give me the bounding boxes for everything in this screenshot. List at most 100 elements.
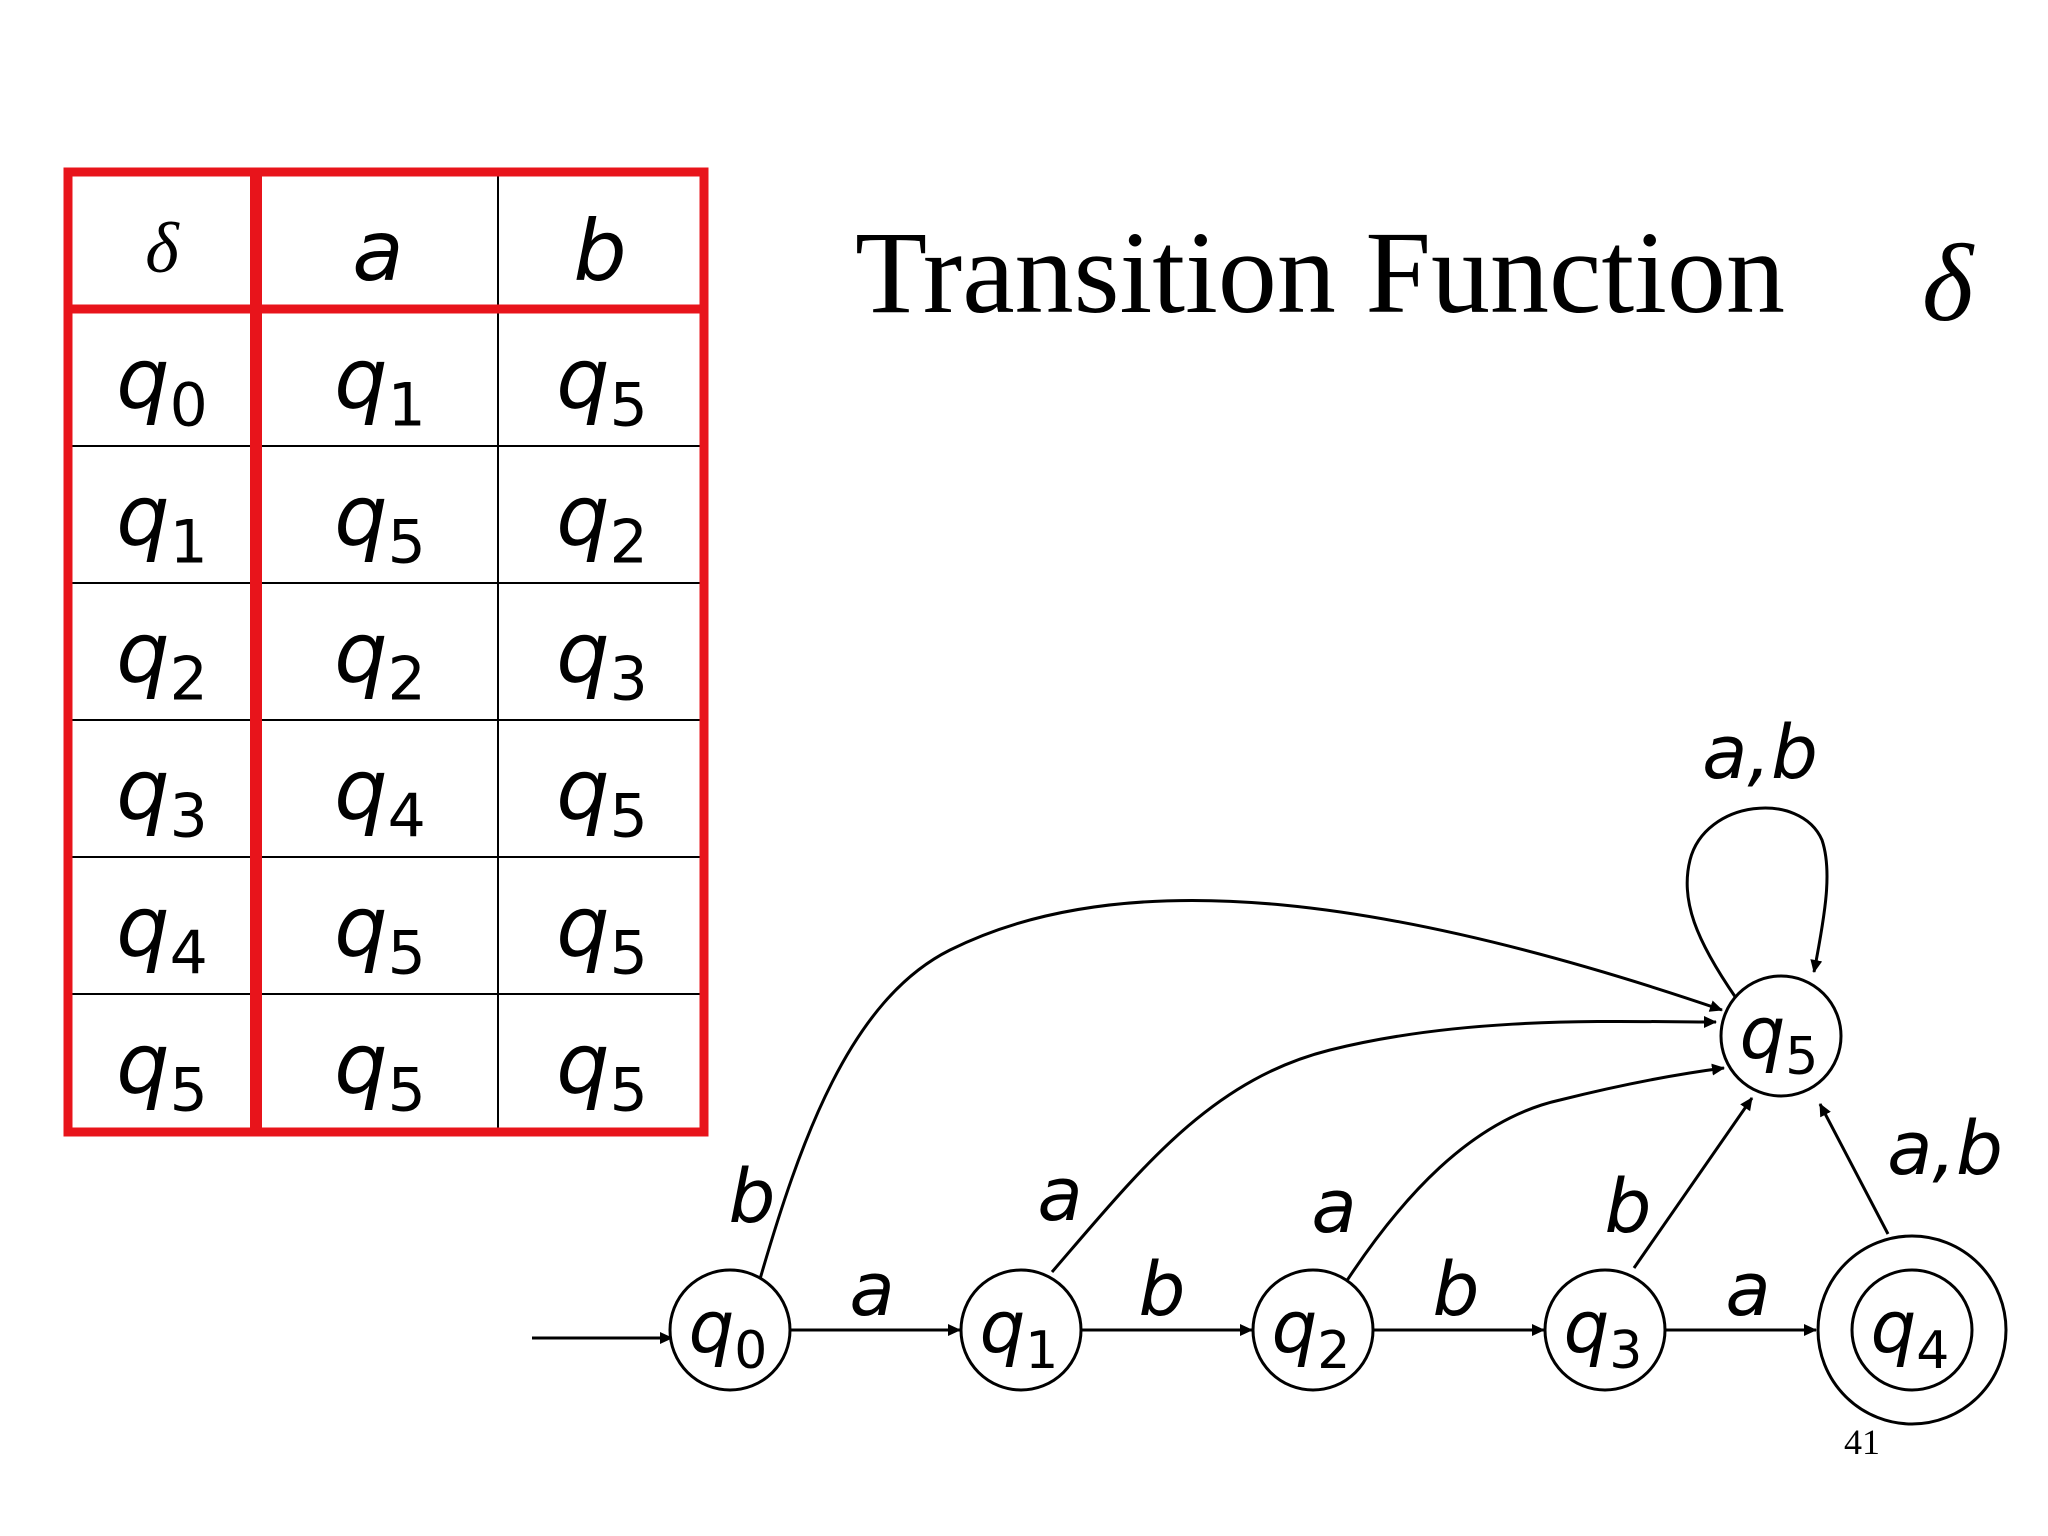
state-q3-label-letter: q (1564, 1285, 1610, 1369)
table-row-4-b-cell-letter: q (556, 878, 609, 976)
state-q4-label: q4 (1871, 1285, 1950, 1381)
table-row-2-state-letter: q (116, 604, 169, 702)
table-row-3-state-letter: q (116, 741, 169, 839)
table-row-5-state-letter: q (116, 1015, 169, 1113)
table-row-0-state-letter: q (116, 330, 169, 428)
table-row-0-a-cell: q1 (334, 330, 426, 441)
label-q2-q3: b (1433, 1247, 1480, 1333)
state-q5-label-letter: q (1740, 991, 1786, 1075)
table-row-3-state-subscript: 3 (170, 782, 208, 852)
label-q3-q4: a (1725, 1247, 1770, 1333)
state-q0: q0 (668, 1268, 792, 1392)
table-row-5-a-cell: q5 (334, 1015, 426, 1126)
table-row-2-b-cell-letter: q (556, 604, 609, 702)
state-q4-label-letter: q (1871, 1285, 1917, 1369)
table-row-1-state: q1 (116, 467, 208, 578)
table-row-0-a-cell-letter: q (334, 330, 387, 428)
label-q1-q2: b (1139, 1247, 1186, 1333)
label-q1-q5: a (1037, 1152, 1082, 1238)
table-row-1-b-cell-subscript: 2 (610, 508, 648, 578)
state-q3-label: q3 (1564, 1285, 1643, 1381)
state-q2: q2 (1251, 1268, 1375, 1392)
table-header-b: b (573, 202, 626, 300)
table-row-2-a-cell: q2 (334, 604, 426, 715)
table-row-3-a-cell-subscript: 4 (388, 782, 426, 852)
state-q0-circle (668, 1268, 792, 1392)
table-row-5-b-cell-subscript: 5 (610, 1056, 648, 1126)
table-row-4-a-cell-letter: q (334, 878, 387, 976)
state-q1-circle (959, 1268, 1083, 1392)
table-row-5-state: q5 (116, 1015, 208, 1126)
table-border (63, 167, 709, 1137)
state-q1-label-subscript: 1 (1025, 1321, 1058, 1381)
table-row-3-a-cell: q4 (334, 741, 426, 852)
table-row-0-state: q0 (116, 330, 208, 441)
state-q4: q4 (1816, 1234, 2008, 1426)
transition-q4-q5 (1818, 1103, 1890, 1235)
state-q5-label: q5 (1740, 991, 1819, 1087)
table-row-2-state-subscript: 2 (170, 645, 208, 715)
transition-q0-q5 (756, 898, 1723, 1287)
state-q4-label-subscript: 4 (1916, 1321, 1949, 1381)
table-row-4-state-letter: q (116, 878, 169, 976)
transition-q5-self-loop (1685, 806, 1829, 999)
table-row-5-b-cell-letter: q (556, 1015, 609, 1113)
table-row-5-a-cell-subscript: 5 (388, 1056, 426, 1126)
table-row-1-b-cell: q2 (556, 467, 648, 578)
table-row-5-b-cell: q5 (556, 1015, 648, 1126)
state-q0-label-subscript: 0 (734, 1321, 767, 1381)
state-q2-circle (1251, 1268, 1375, 1392)
table-row-1-b-cell-letter: q (556, 467, 609, 565)
table-row-0-b-cell-subscript: 5 (610, 371, 648, 441)
state-q4-inner-ring (1850, 1268, 1974, 1392)
state-q1: q1 (959, 1268, 1083, 1392)
table-row-2-state: q2 (116, 604, 208, 715)
table-header-delta: δ (145, 208, 180, 288)
table-row-4-state-subscript: 4 (170, 919, 208, 989)
table-row-3-b-cell-letter: q (556, 741, 609, 839)
table-row-0-state-subscript: 0 (170, 371, 208, 441)
state-q5: q5 (1719, 974, 1843, 1098)
state-q3-circle (1543, 1268, 1667, 1392)
table-row-1-state-subscript: 1 (170, 508, 208, 578)
label-q4-q5: a,b (1887, 1106, 2003, 1192)
table-row-4-b-cell-subscript: 5 (610, 919, 648, 989)
table-row-3-state: q3 (116, 741, 208, 852)
label-q3-q5: b (1605, 1164, 1652, 1250)
table-row-1-a-cell-subscript: 5 (388, 508, 426, 578)
table-row-2-a-cell-subscript: 2 (388, 645, 426, 715)
table-row-5-a-cell-letter: q (334, 1015, 387, 1113)
table-row-0-b-cell-letter: q (556, 330, 609, 428)
state-q0-label: q0 (689, 1285, 768, 1381)
state-q2-label: q2 (1272, 1285, 1351, 1381)
table-row-3-a-cell-letter: q (334, 741, 387, 839)
state-q3: q3 (1543, 1268, 1667, 1392)
table-row-0-a-cell-subscript: 1 (388, 371, 426, 441)
table-row-3-b-cell: q5 (556, 741, 648, 852)
table-row-2-a-cell-letter: q (334, 604, 387, 702)
table-row-5-state-subscript: 5 (170, 1056, 208, 1126)
table-row-1-a-cell-letter: q (334, 467, 387, 565)
table-row-0-b-cell: q5 (556, 330, 648, 441)
transition-q3-q5 (1632, 1097, 1754, 1269)
table-header-a: a (352, 202, 403, 300)
state-q2-label-letter: q (1272, 1285, 1318, 1369)
state-q1-label-letter: q (980, 1285, 1026, 1369)
label-q2-q5: a (1311, 1164, 1356, 1250)
state-q0-label-letter: q (689, 1285, 735, 1369)
table-row-4-b-cell: q5 (556, 878, 648, 989)
table-row-4-a-cell-subscript: 5 (388, 919, 426, 989)
label-q5-self-loop: a,b (1702, 710, 1818, 796)
table-row-1-a-cell: q5 (334, 467, 426, 578)
table-row-2-b-cell: q3 (556, 604, 648, 715)
table-row-3-b-cell-subscript: 5 (610, 782, 648, 852)
delta-symbol: δ (1922, 222, 1975, 344)
table-row-4-state: q4 (116, 878, 208, 989)
table-row-4-a-cell: q5 (334, 878, 426, 989)
table-row-1-state-letter: q (116, 467, 169, 565)
transition-q2-q5 (1344, 1063, 1725, 1283)
state-q5-label-subscript: 5 (1785, 1027, 1818, 1087)
